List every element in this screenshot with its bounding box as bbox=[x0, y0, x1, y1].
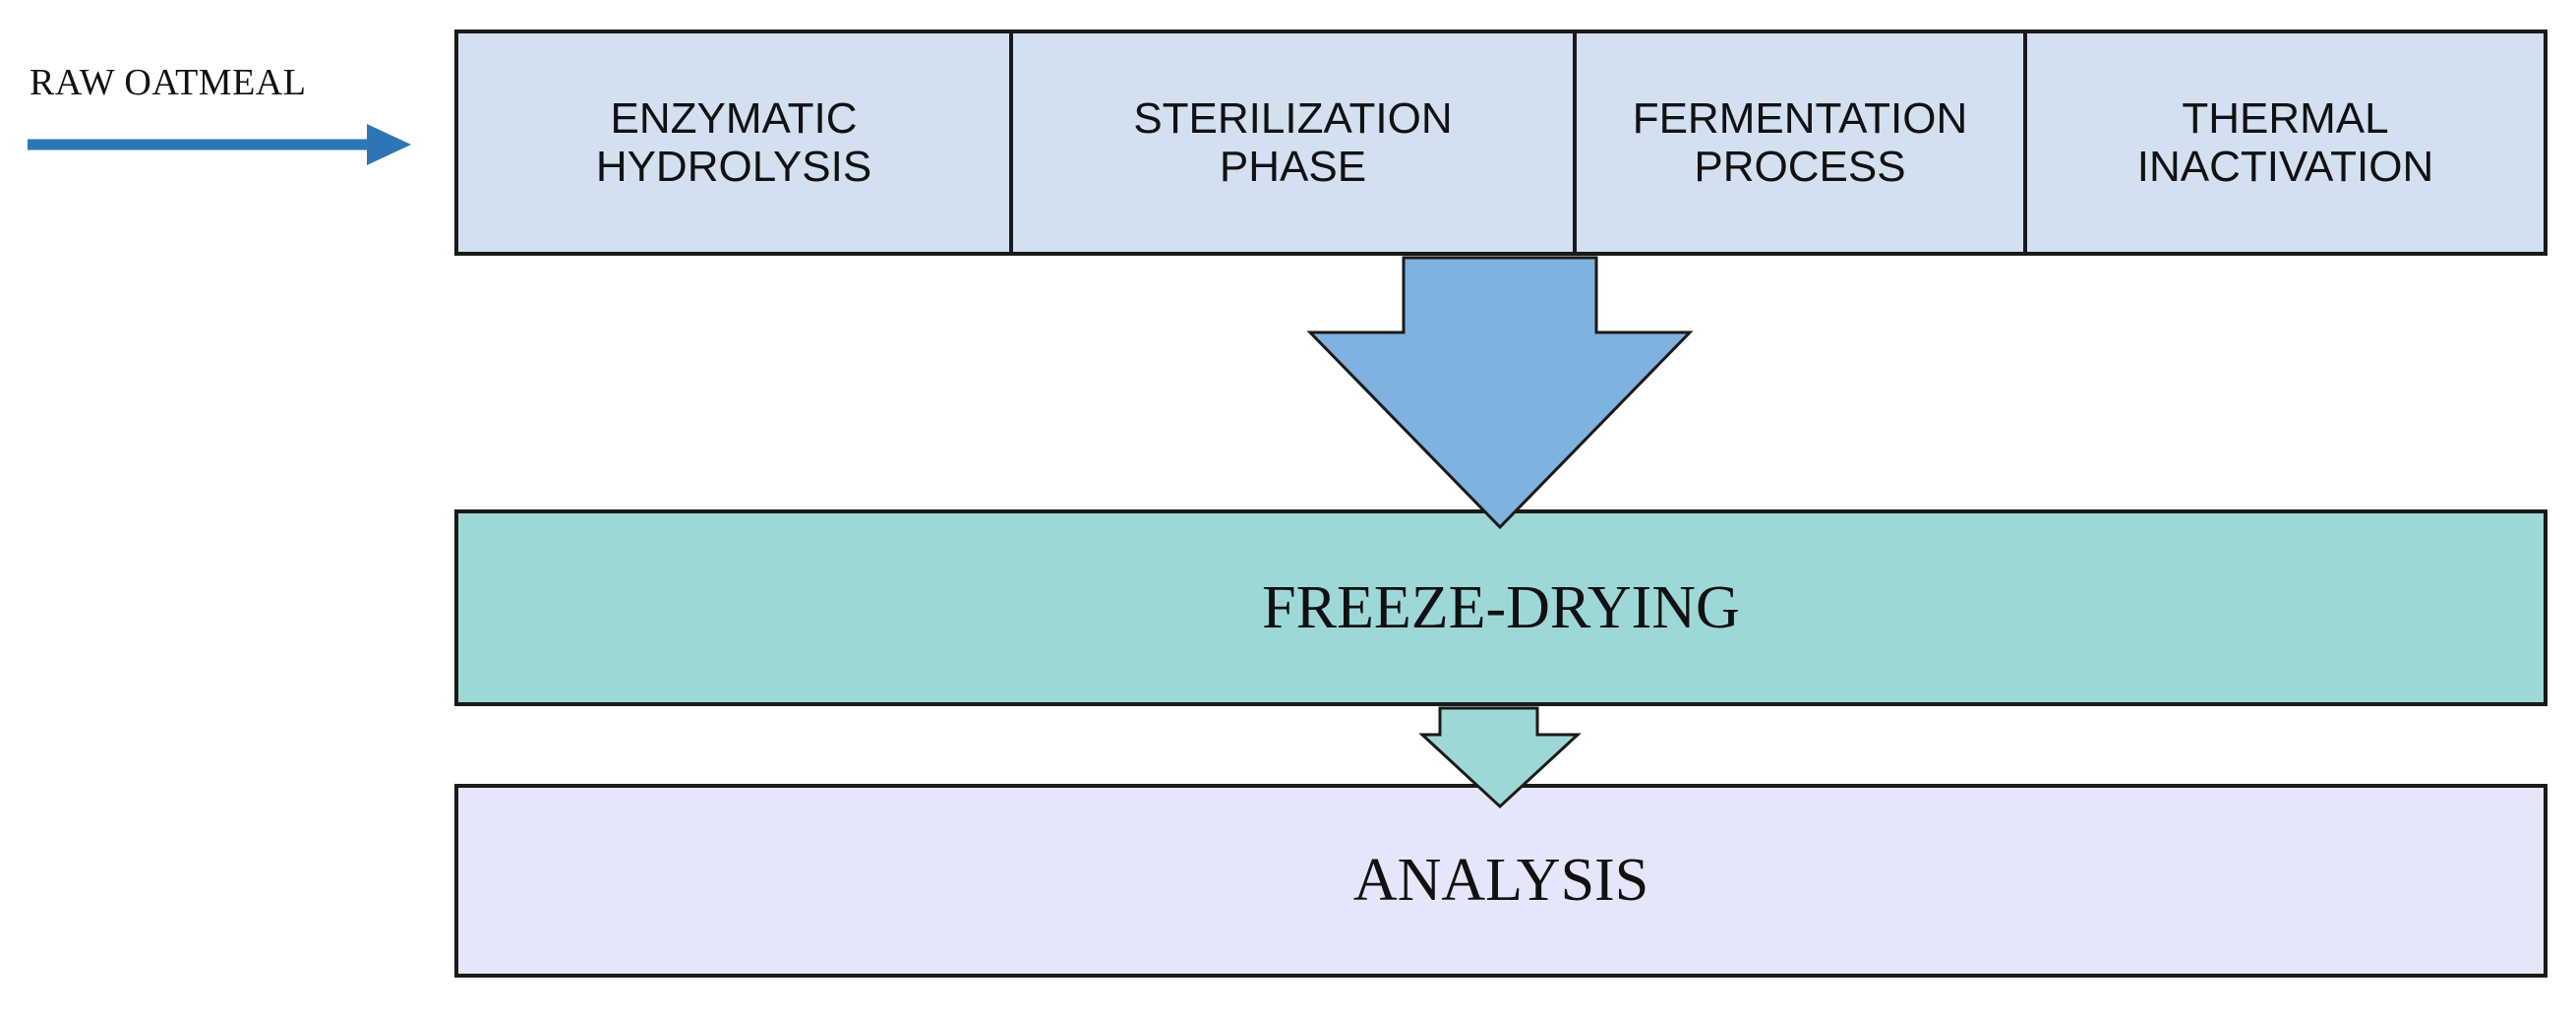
step-label-line2: PHASE bbox=[1219, 143, 1367, 191]
step-label-line1: ENZYMATIC bbox=[610, 93, 858, 143]
step-sterilization-phase: STERILIZATION PHASE bbox=[1013, 33, 1577, 252]
step-label-line1: FERMENTATION bbox=[1632, 93, 1968, 143]
step-fermentation-process: FERMENTATION PROCESS bbox=[1577, 33, 2027, 252]
freeze-drying-label: FREEZE-DRYING bbox=[1262, 573, 1740, 641]
step-label-line2: INACTIVATION bbox=[2136, 143, 2434, 191]
process-steps-row: ENZYMATIC HYDROLYSIS STERILIZATION PHASE… bbox=[454, 30, 2547, 256]
small-down-arrow-icon bbox=[1418, 706, 1582, 809]
step-thermal-inactivation: THERMAL INACTIVATION bbox=[2027, 33, 2544, 252]
step-label-line1: THERMAL bbox=[2182, 93, 2389, 143]
step-enzymatic-hydrolysis: ENZYMATIC HYDROLYSIS bbox=[458, 33, 1013, 252]
step-label-line2: PROCESS bbox=[1694, 143, 1906, 191]
freeze-drying-box: FREEZE-DRYING bbox=[454, 509, 2547, 706]
big-down-arrow-icon bbox=[1306, 256, 1694, 530]
input-arrow-icon bbox=[28, 124, 411, 165]
analysis-label: ANALYSIS bbox=[1352, 847, 1649, 914]
step-label-line1: STERILIZATION bbox=[1133, 93, 1453, 143]
step-label-line2: HYDROLYSIS bbox=[595, 143, 872, 191]
raw-oatmeal-label: RAW OATMEAL bbox=[30, 62, 307, 103]
